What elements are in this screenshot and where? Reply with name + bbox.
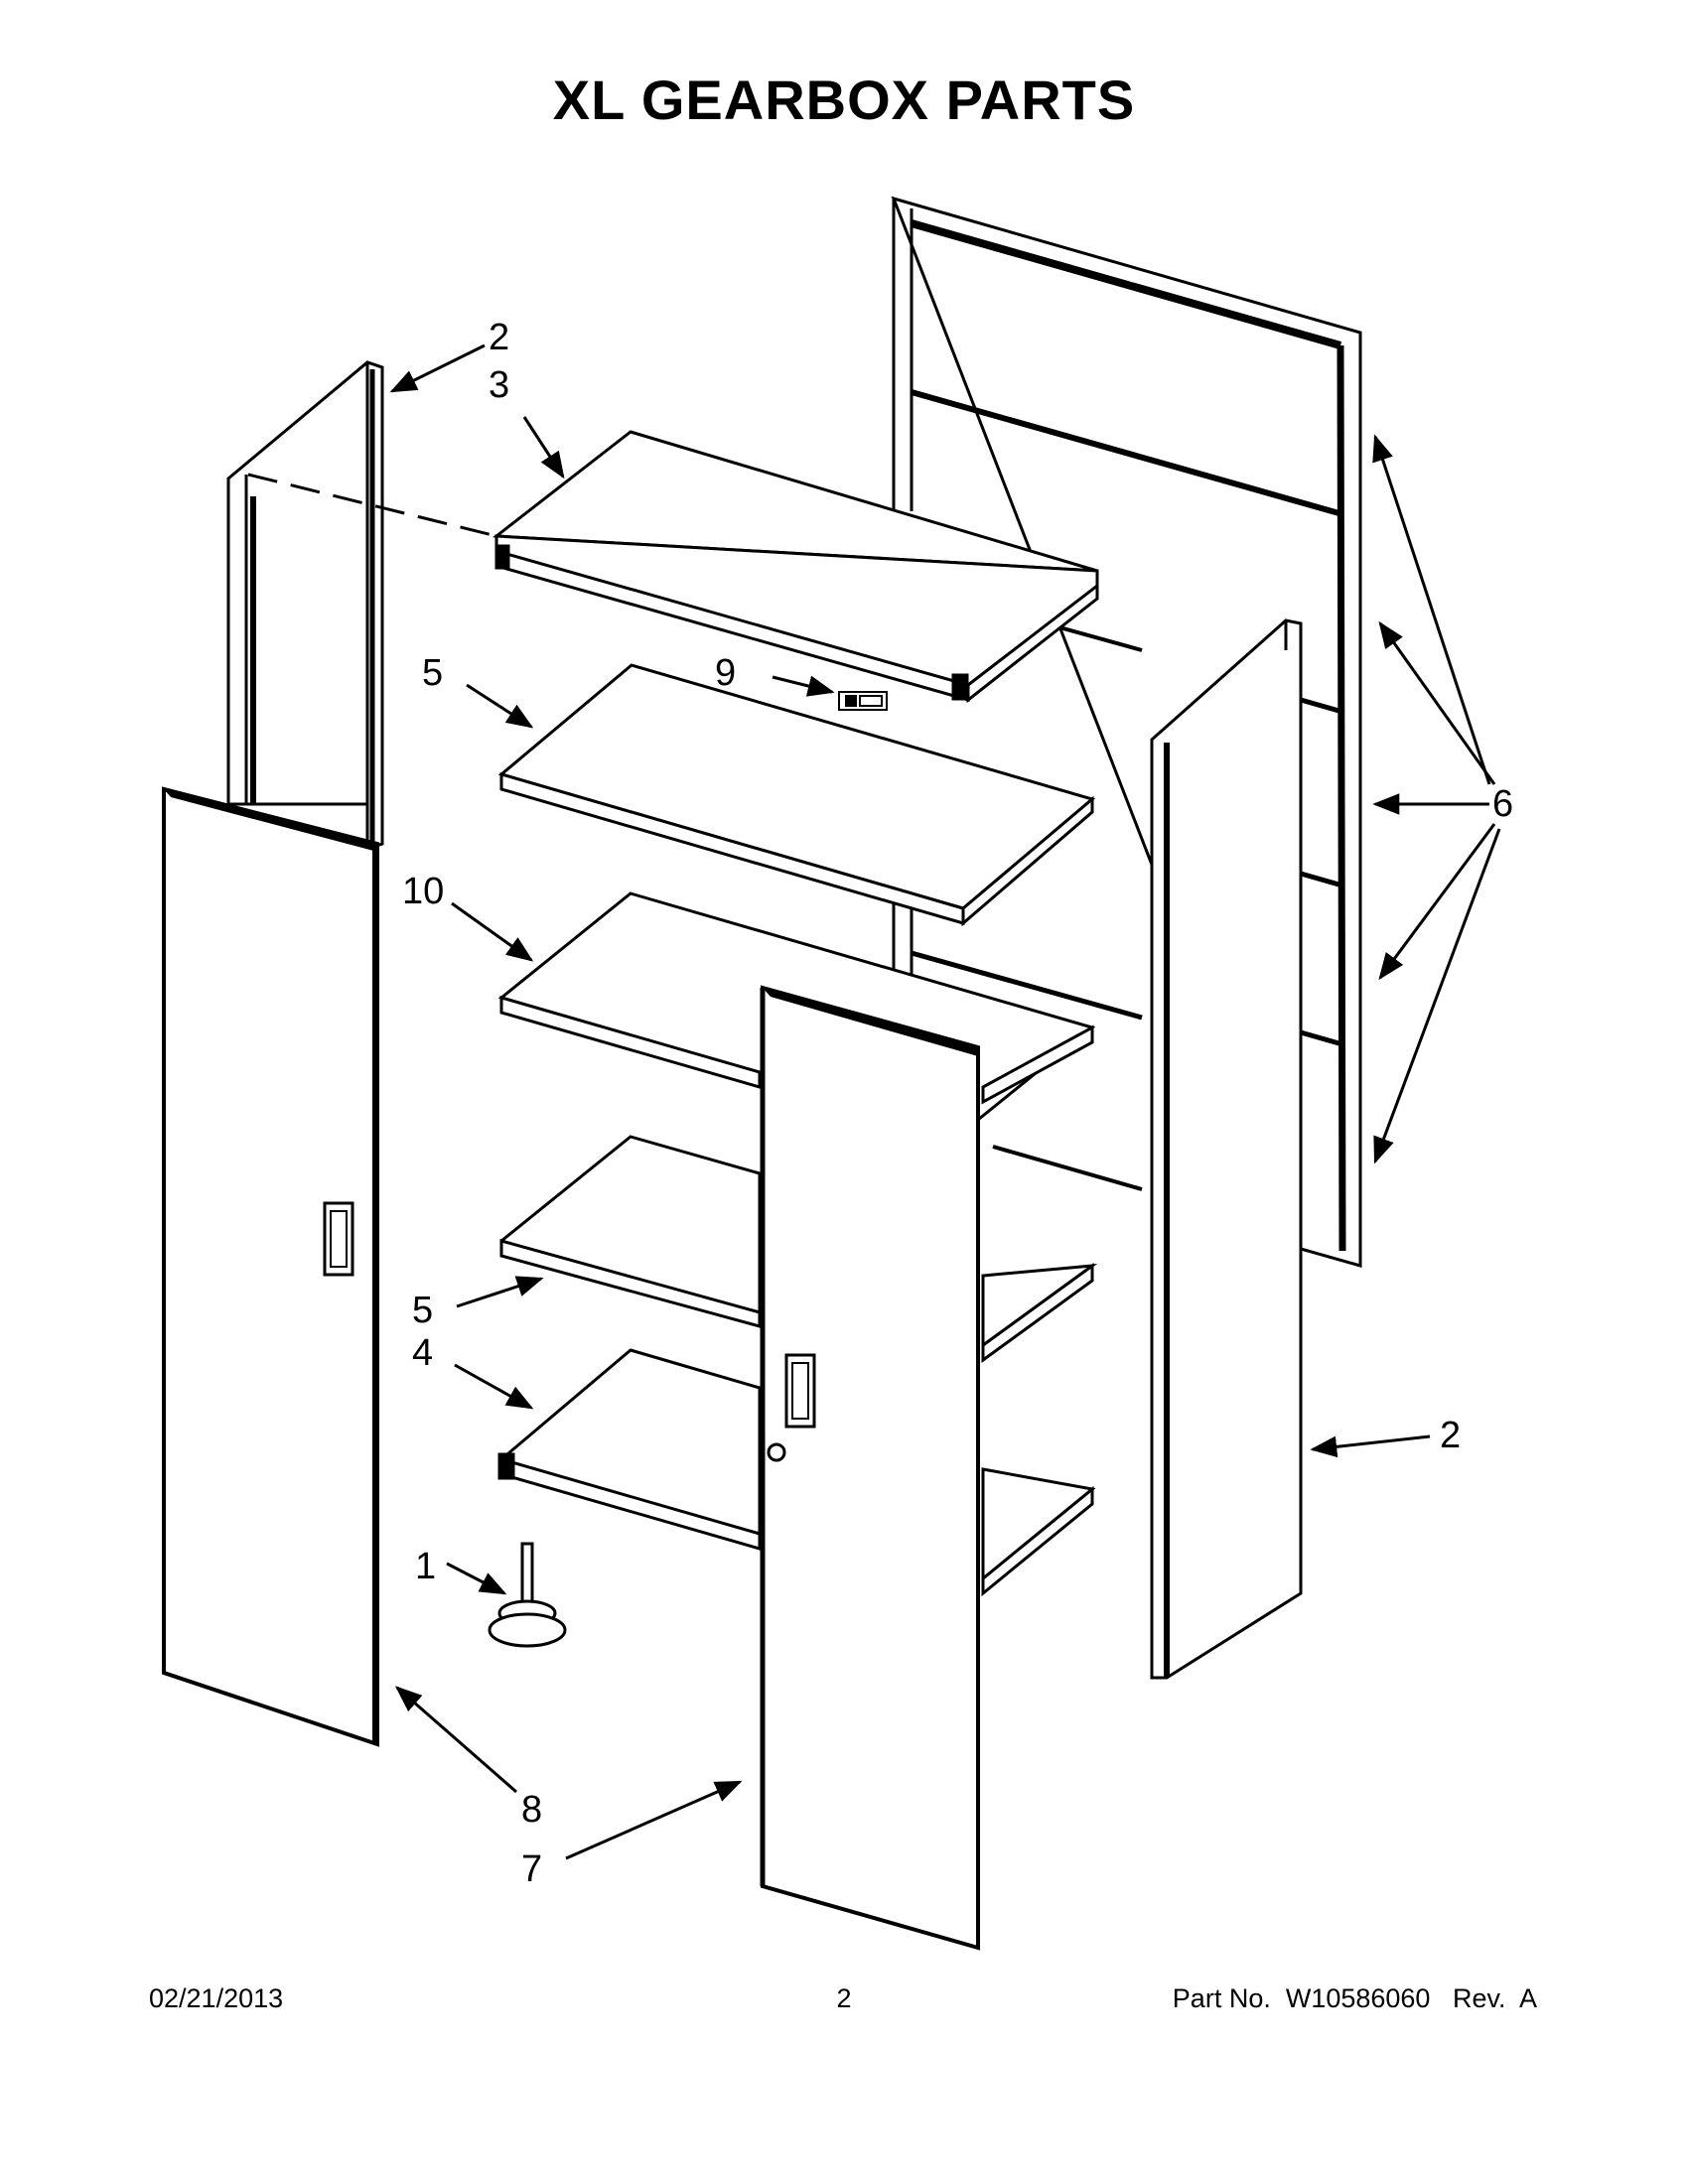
callout-3: 3 bbox=[489, 364, 509, 406]
right-door bbox=[760, 985, 980, 1951]
shelf-fourth bbox=[499, 1135, 1098, 1363]
callout-9: 9 bbox=[715, 652, 736, 694]
callout-1: 1 bbox=[415, 1546, 436, 1587]
left-side-panel bbox=[226, 360, 384, 852]
label-plate bbox=[838, 691, 888, 711]
callout-8: 8 bbox=[521, 1789, 542, 1831]
callout-5-upper: 5 bbox=[422, 652, 443, 694]
shelf-second bbox=[497, 663, 1096, 927]
page-title: XL GEARBOX PARTS bbox=[552, 68, 1136, 131]
footer-date: 02/21/2013 bbox=[149, 1983, 284, 2013]
callout-7: 7 bbox=[521, 1848, 542, 1890]
left-door-handle bbox=[323, 1201, 354, 1277]
callout-4: 4 bbox=[412, 1332, 433, 1374]
right-door-handle bbox=[784, 1353, 816, 1429]
footer-page-number: 2 bbox=[836, 1983, 852, 2013]
left-door bbox=[162, 786, 379, 1747]
right-side-panel bbox=[1150, 618, 1303, 1680]
shelf-bottom bbox=[497, 1348, 1096, 1597]
callout-6: 6 bbox=[1492, 783, 1513, 825]
footer-part-number: Part No. W10586060 Rev. A bbox=[1172, 1983, 1537, 2013]
callout-5-lower: 5 bbox=[412, 1290, 433, 1331]
back-panel bbox=[891, 196, 1362, 1268]
callout-labels: 2 3 5 9 10 5 4 1 6 2 8 7 bbox=[402, 317, 1513, 1890]
shelf-top bbox=[492, 430, 1099, 704]
callout-2-right: 2 bbox=[1440, 1415, 1461, 1456]
leader-arrows bbox=[389, 343, 1501, 1860]
door-lock bbox=[767, 1442, 786, 1462]
leveling-foot bbox=[488, 1542, 567, 1648]
callout-10: 10 bbox=[402, 871, 444, 912]
callout-2-left: 2 bbox=[489, 317, 509, 358]
